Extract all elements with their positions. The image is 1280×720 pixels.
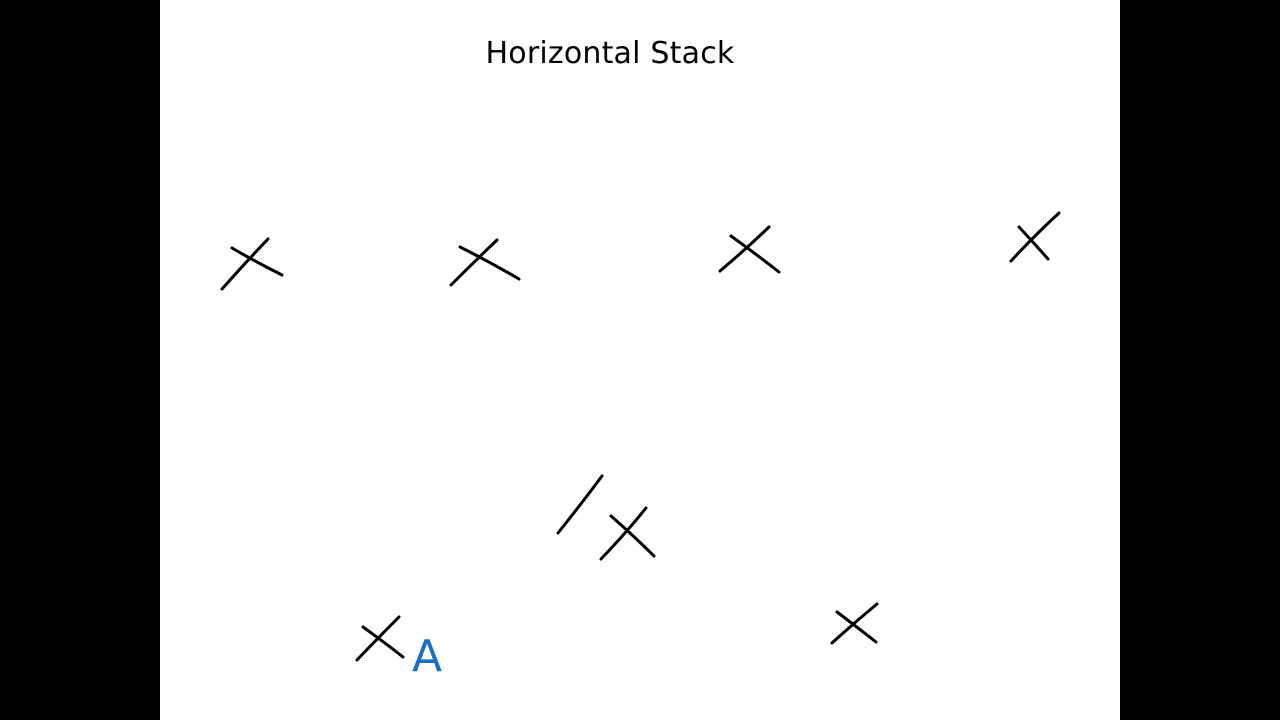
x-mark-bottom-right [830, 602, 879, 645]
hand-drawn-sketch: A [220, 211, 1061, 682]
x-mark-top-3 [718, 225, 781, 274]
annotation-label-a: A [412, 631, 442, 682]
x-mark-top-2 [449, 238, 521, 287]
slash-mark [556, 474, 604, 535]
slide-title: Horizontal Stack [485, 36, 735, 71]
x-mark-top-4 [1009, 211, 1061, 263]
x-mark-middle [599, 506, 656, 561]
x-mark-bottom-left [355, 615, 405, 662]
x-mark-top-1 [220, 237, 284, 291]
whiteboard-canvas: Horizontal Stack [160, 0, 1120, 720]
